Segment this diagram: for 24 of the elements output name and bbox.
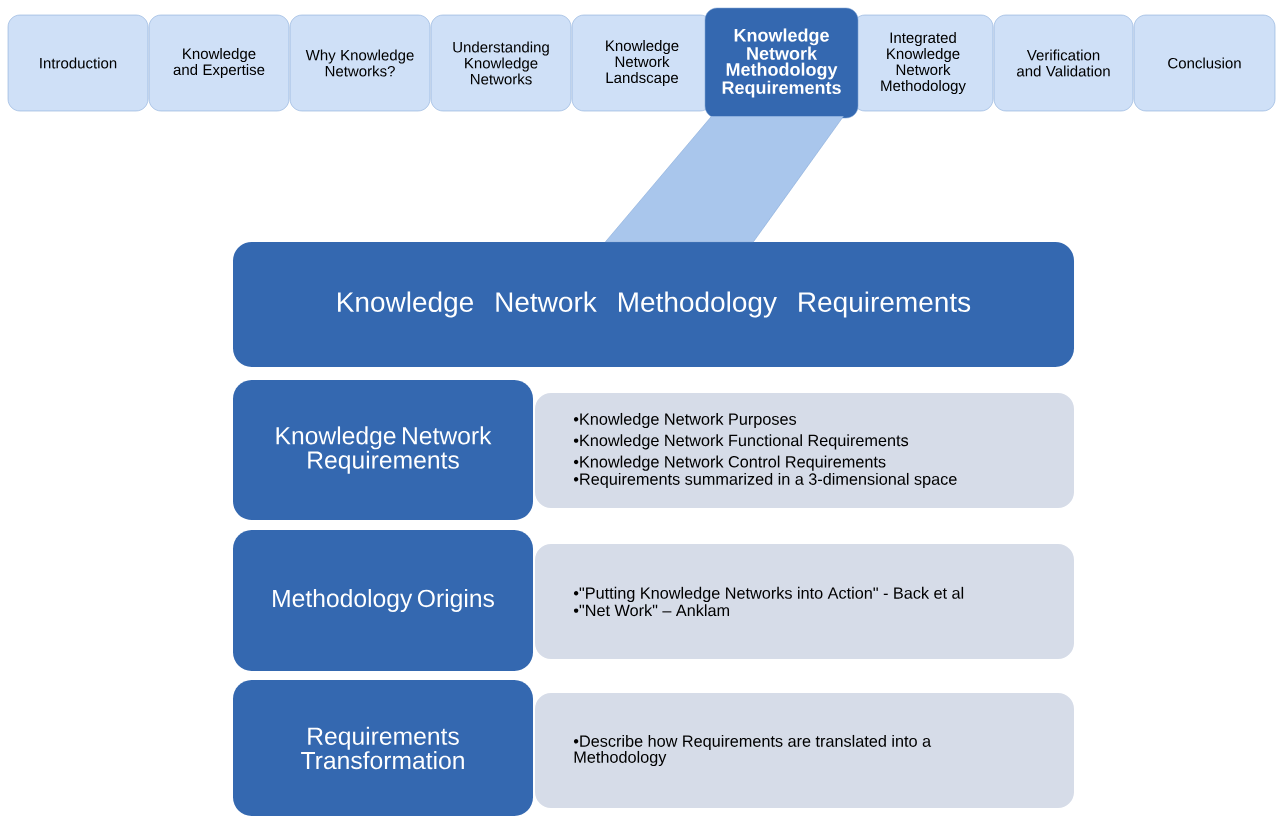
tab-button: Verification and Validation: [993, 14, 1134, 112]
connector-band: [605, 116, 844, 242]
tab-button: Why Knowledge Networks?: [289, 14, 431, 112]
node-label: •Knowledge Network Functional Requirements: [573, 434, 909, 450]
tab-button: Knowledge and Expertise: [148, 14, 290, 112]
tab-button: Conclusion: [1133, 14, 1276, 112]
bullet-list: •Knowledge Network Purposes •Knowledge Network Functional Requirements •Knowledge Network Control Requirements •Requirements summarized in a 3-dimensional space: [573, 412, 957, 489]
bullet-panel: [535, 544, 1074, 659]
tab-button: Integrated Knowledge Network Methodology: [852, 14, 994, 112]
tab-button: Introduction: [7, 14, 149, 112]
section-box: Requirements Transformation: [233, 680, 533, 816]
tab-button: Knowledge Network Landscape: [571, 14, 713, 112]
bullet-panel: [535, 393, 1074, 508]
bullet-list: •"Putting Knowledge Networks into Action" - Back et al •"Net Work" – Anklam: [573, 586, 964, 617]
node-label: •Requirements summarized in a 3-dimensional space: [573, 472, 957, 489]
node-label: •Knowledge Network Control Requirements: [573, 455, 886, 471]
section-box: Knowledge Network Requirements: [233, 380, 533, 520]
title-box: Knowledge Network Methodology Requirements: [233, 242, 1074, 367]
tab-button: Understanding Knowledge Networks: [430, 14, 572, 112]
bullet-list: •Describe how Requirements are translated into a Methodology: [573, 734, 932, 767]
node-label: •Knowledge Network Purposes: [573, 412, 797, 429]
section-box: Methodology Origins: [233, 530, 533, 671]
bullet-panel: [535, 693, 1074, 808]
active-tab-button: Knowledge Network Methodology Requirements: [704, 7, 859, 119]
